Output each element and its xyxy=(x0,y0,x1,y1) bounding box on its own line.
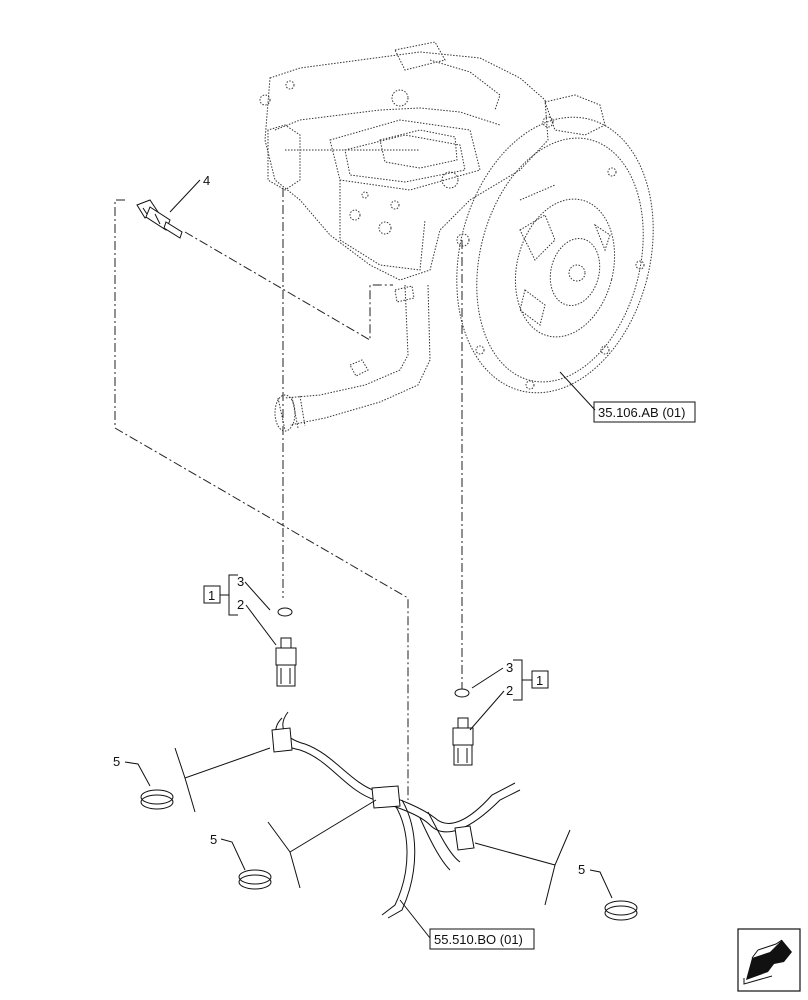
arrow-icon[interactable] xyxy=(737,928,801,992)
ref-transmission-link[interactable]: 35.106.AB (01) xyxy=(598,405,685,420)
transmission-assembly xyxy=(259,41,654,432)
ref-box-harness xyxy=(429,928,535,950)
callout-item-4: 4 xyxy=(203,173,210,188)
item-1-box-left xyxy=(203,585,221,604)
wire-harness xyxy=(271,711,521,919)
callout-item-5-b: 5 xyxy=(210,832,217,847)
temperature-sensor-item-4 xyxy=(136,199,183,239)
item-1-box-right xyxy=(531,670,549,689)
pressure-switch-left xyxy=(275,607,297,687)
callout-item-2-right: 2 xyxy=(506,683,513,698)
ref-box-transmission xyxy=(593,401,696,423)
cable-ties xyxy=(140,789,638,921)
callout-item-5-a: 5 xyxy=(113,754,120,769)
callout-item-3-left: 3 xyxy=(237,574,244,589)
callout-item-1-right: 1 xyxy=(536,673,543,688)
callout-item-3-right: 3 xyxy=(506,660,513,675)
pressure-switch-right xyxy=(452,688,474,766)
callout-item-5-c: 5 xyxy=(578,862,585,877)
ref-harness-link[interactable]: 55.510.BO (01) xyxy=(434,932,523,947)
callout-item-1-left: 1 xyxy=(208,588,215,603)
center-lines xyxy=(114,188,463,800)
callout-item-2-left: 2 xyxy=(237,597,244,612)
callout-leaders xyxy=(124,179,613,939)
